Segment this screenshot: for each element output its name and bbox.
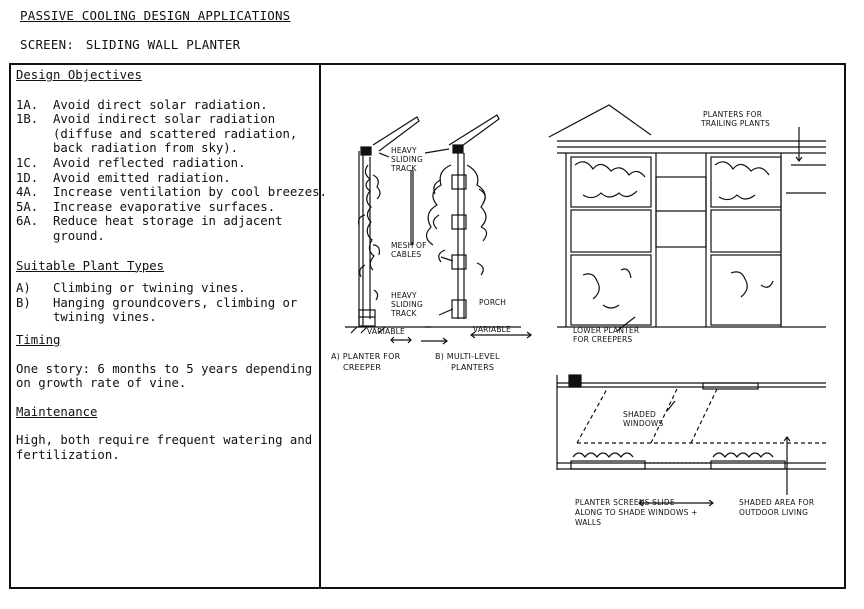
caption-b: B) MULTI-LEVEL (435, 352, 500, 361)
item-text: Climbing or twining vines. (53, 281, 246, 296)
maintenance-heading: Maintenance (16, 404, 98, 419)
svg-text:A) PLANTER FOR CREEPER: A) PLANTER FOR CREEPER (331, 352, 403, 372)
planters-trailing-label: PLANTERS FOR (703, 110, 762, 119)
item-text: Reduce heat storage in adjacent ground. (53, 214, 283, 243)
shaded-area-label: SHADED AREA FOR (739, 498, 814, 507)
item-text: Increase ventilation by cool breezes. (53, 185, 327, 200)
item-code: 1B. (16, 112, 39, 127)
caption-b: PLANTERS (451, 363, 494, 372)
item-text: Avoid reflected radiation. (53, 155, 246, 170)
design-objectives-heading: Design Objectives (16, 68, 142, 82)
timing-heading: Timing (16, 332, 61, 347)
item-code: 4A. (16, 185, 39, 200)
list-item: 1C. Avoid reflected radiation. (16, 156, 316, 171)
svg-text:HEAVY SLIDING TRACK: HEAVY SLIDING TRACK (390, 146, 426, 173)
variable-a-label: VARIABLE (367, 327, 405, 336)
item-code: B) (16, 295, 31, 310)
item-text: Avoid indirect solar radiation (diffuse … (53, 112, 298, 156)
caption-a: CREEPER (343, 363, 381, 372)
sliding-wall-planter-illustration: HEAVY SLIDING TRACK MESH OF CABLES HEAVY… (331, 104, 826, 527)
timing-text: One story: 6 months to 5 years depending… (16, 361, 313, 391)
planter-screens-label: ALONG TO SHADE WINDOWS + (575, 508, 698, 517)
text-column: Design Objectives 1A. Avoid direct solar … (16, 68, 327, 462)
heavy-sliding-track-top-label: SLIDING (391, 155, 423, 164)
list-item: 6A. Reduce heat storage in adjacent groun… (16, 214, 316, 243)
content-frame (9, 63, 846, 589)
heavy-sliding-track-top-label: TRACK (390, 164, 418, 173)
mesh-of-cables-label: CABLES (391, 250, 421, 259)
item-text: Increase evaporative surfaces. (53, 199, 276, 214)
lower-planter-label: LOWER PLANTER (573, 326, 639, 335)
heavy-sliding-track-bottom-label: TRACK (390, 309, 418, 318)
planter-screens-label: WALLS (575, 518, 601, 527)
list-item: 1A. Avoid direct solar radiation. (16, 98, 316, 113)
item-text: Avoid direct solar radiation. (53, 97, 268, 112)
caption-a: A) PLANTER FOR (331, 352, 401, 361)
item-code: 5A. (16, 199, 39, 214)
design-objectives-list: 1A. Avoid direct solar radiation. 1B. Avoi… (16, 98, 327, 244)
svg-text:SHADED AREA FOR OUTDOOR LI: SHADED AREA FOR OUTDOOR LIVING (739, 498, 817, 517)
section-a-drawing (345, 116, 431, 344)
list-item: 1D. Avoid emitted radiation. (16, 171, 316, 186)
svg-text:PLANTER SCREENS SLIDE ALON: PLANTER SCREENS SLIDE ALONG TO SHADE WIN… (575, 498, 700, 527)
svg-text:SHADED WINDOWS: SHADED WINDOWS (623, 410, 664, 428)
planters-trailing-label: TRAILING PLANTS (700, 119, 770, 128)
list-item: 1B. Avoid indirect solar radiation (diffu… (16, 112, 316, 156)
svg-text:B) MULTI-LEVEL PLANTERS: B) MULTI-LEVEL PLANTERS (435, 352, 502, 372)
lower-planter-label: FOR CREEPERS (573, 335, 632, 344)
item-text: Hanging groundcovers, climbing or twinin… (53, 295, 298, 325)
item-code: 6A. (16, 214, 39, 229)
section-b-drawing (421, 114, 532, 345)
svg-text:LOWER PLANTER FOR CREEPERS: LOWER PLANTER FOR CREEPERS (573, 326, 642, 344)
item-text: Avoid emitted radiation. (53, 170, 231, 185)
svg-text:PLANTERS FOR TRAILING PLAN: PLANTERS FOR TRAILING PLANTS (700, 110, 770, 128)
item-code: 1C. (16, 155, 39, 170)
planter-screens-label: PLANTER SCREENS SLIDE (575, 498, 675, 507)
list-item: B) Hanging groundcovers, climbing or twin… (16, 296, 316, 325)
elevation-drawing (548, 104, 826, 332)
page-title: PASSIVE COOLING DESIGN APPLICATIONS (20, 8, 291, 23)
shaded-area-label: OUTDOOR LIVING (739, 508, 808, 517)
item-code: 1D. (16, 170, 39, 185)
screen-value: SLIDING WALL PLANTER (85, 37, 241, 52)
list-item: 5A. Increase evaporative surfaces. (16, 200, 316, 215)
heavy-sliding-track-top-label: HEAVY (391, 146, 417, 155)
list-item: 4A. Increase ventilation by cool breezes. (16, 185, 327, 200)
column-divider (319, 63, 321, 589)
shaded-windows-label: SHADED (623, 410, 656, 419)
mesh-of-cables-label: MESH OF (391, 241, 427, 250)
screen-line: SCREEN: SLIDING WALL PLANTER (20, 37, 240, 52)
plant-types-heading: Suitable Plant Types (16, 258, 165, 273)
plan-drawing (556, 374, 826, 507)
item-code: 1A. (16, 97, 39, 112)
list-item: A) Climbing or twining vines. (16, 281, 316, 296)
maintenance-text: High, both require frequent watering and… (16, 433, 313, 462)
screen-label: SCREEN: (20, 37, 75, 52)
variable-b-label: VARIABLE (473, 325, 511, 334)
porch-label: PORCH (479, 298, 506, 307)
plant-types-list: A) Climbing or twining vines. B) Hanging g… (16, 281, 316, 325)
heavy-sliding-track-bottom-label: HEAVY (391, 291, 417, 300)
svg-text:HEAVY SLIDING TRACK: HEAVY SLIDING TRACK (390, 291, 426, 318)
item-code: A) (16, 281, 31, 296)
heavy-sliding-track-bottom-label: SLIDING (391, 300, 423, 309)
svg-text:MESH OF CABLES: MESH OF CABLES (391, 241, 429, 259)
shaded-windows-label: WINDOWS (623, 419, 664, 428)
